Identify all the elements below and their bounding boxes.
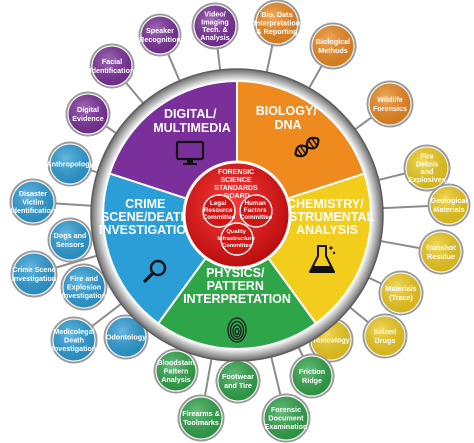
human-committee-label: Human Factors Committee xyxy=(240,200,273,221)
satellite-shading xyxy=(12,181,54,223)
satellite-shading xyxy=(430,186,468,224)
center-board-title: FORENSIC SCIENCE STANDARDS BOARD xyxy=(214,169,259,200)
magnifier-icon xyxy=(143,259,167,283)
satellite-label: Toxicology xyxy=(312,336,349,345)
satellite-shading xyxy=(92,46,132,86)
sector-biology-title: BIOLOGY/ DNA xyxy=(256,104,321,132)
satellite-shading xyxy=(381,273,421,313)
sector-physics-pattern[interactable]: PHYSICS/ PATTERN INTERPRETATION xyxy=(156,213,318,351)
satellite-shading xyxy=(264,396,308,440)
satellite-shading xyxy=(421,232,461,272)
legal-resource-committee[interactable]: Legal Resource Committee xyxy=(202,194,236,228)
quality-committee-label: Quality Infrastructure Committee xyxy=(217,229,256,249)
satellite-shading xyxy=(180,397,222,439)
satellite-materials-trace[interactable]: Materials(Trace) xyxy=(378,270,424,316)
satellite-shading xyxy=(406,147,448,189)
satellite-shading xyxy=(292,356,332,396)
satellite-anthropology[interactable]: Anthropology xyxy=(46,141,94,187)
center-board-circle xyxy=(182,160,292,270)
satellite-shading xyxy=(63,266,105,308)
satellite-shading xyxy=(141,16,179,54)
sector-chemistry-title: CHEMISTRY/ INSTRUMENTAL ANALYSIS xyxy=(277,197,378,237)
satellite-shading xyxy=(365,316,405,356)
legal-committee-circle xyxy=(202,194,236,228)
satellite-shading xyxy=(13,253,55,295)
satellite-firearms-toolmarks[interactable]: Firearms &Toolmarks xyxy=(177,394,225,442)
forensic-science-standards-board[interactable]: FORENSIC SCIENCE STANDARDS BOARD Legal R… xyxy=(182,160,292,270)
satellite-shading xyxy=(369,83,411,125)
satellite-label: Odontology xyxy=(106,333,146,342)
satellite-shading xyxy=(156,351,196,391)
sector-physics-title: PHYSICS/ PATTERN INTERPRETATION xyxy=(183,266,291,306)
quality-infrastructure-committee[interactable]: Quality Infrastructure Committee xyxy=(217,222,256,256)
quality-committee-circle xyxy=(220,222,254,256)
legal-committee-label: Legal Resource Committee xyxy=(203,200,236,221)
satellite-shading xyxy=(50,144,90,184)
human-factors-committee[interactable]: Human Factors Committee xyxy=(239,194,273,228)
sector-physics-shape xyxy=(156,213,318,351)
flask-icon xyxy=(309,245,336,273)
satellite-shading xyxy=(50,220,90,260)
fingerprint-icon xyxy=(227,317,247,343)
satellite-shading xyxy=(218,361,258,401)
satellite-shading xyxy=(106,317,146,357)
satellite-shading xyxy=(53,319,95,361)
monitor-icon xyxy=(175,140,205,165)
satellite-label: Anthropology xyxy=(46,160,93,169)
satellite-label: Firearms &Toolmarks xyxy=(182,409,220,427)
satellite-shading xyxy=(312,25,354,67)
satellite-shading xyxy=(256,2,298,44)
human-committee-circle xyxy=(239,194,273,228)
satellite-odontology[interactable]: Odontology xyxy=(103,314,149,360)
satellite-label: Materials(Trace) xyxy=(385,284,416,302)
satellite-shading xyxy=(68,94,108,134)
dna-icon xyxy=(294,136,320,158)
sector-crime-title: CRIME SCENE/DEATH INVESTIGATION xyxy=(99,197,195,237)
sector-digital-title: DIGITAL/ MULTIMEDIA xyxy=(153,107,231,135)
satellite-shading xyxy=(194,5,236,47)
